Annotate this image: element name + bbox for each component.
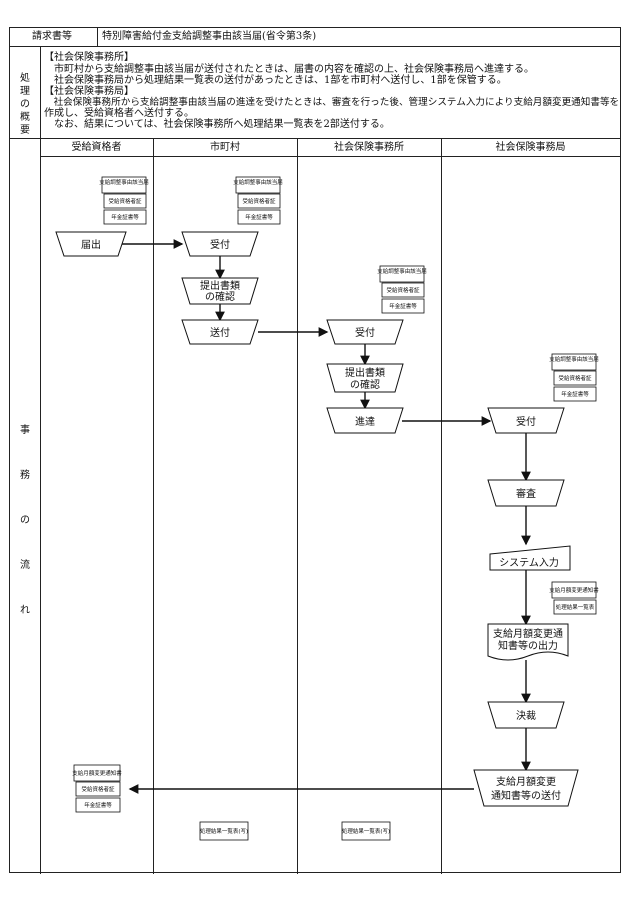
step-soufu-shape (181, 319, 259, 345)
overview-divider (10, 138, 620, 139)
step-kessai-shape (487, 701, 565, 729)
doc-label: 受給資格者証 (108, 197, 142, 205)
step-confirm-office-label-2: の確認 (350, 378, 380, 391)
doc-label: 受給資格者証 (558, 374, 592, 382)
doc-label: 支給調整事由該当届 (99, 178, 149, 186)
step-uketsuke-municipality-shape (181, 231, 259, 257)
lane-divider (297, 138, 298, 874)
header-label: 請求書等 (32, 31, 72, 42)
step-output-document-shape (487, 623, 569, 661)
form-sheet: 請求書等 特別障害給付金支給調整事由該当届(省令第3条) 処理の概要 【社会保険… (9, 27, 621, 874)
step-soufu-label: 送付 (210, 326, 230, 339)
step-shintatsu-label: 進達 (355, 416, 375, 428)
doc-stack-municipality (235, 176, 281, 225)
header-col-divider (97, 28, 98, 46)
doc-label: 支給調整事由該当届 (377, 267, 427, 275)
overview-line: 【社会保険事務所】 (44, 52, 134, 63)
doc-stack-recipient-received (73, 764, 121, 813)
overview-line: 市町村から支給調整事由該当届が送付されたときは、届書の内容を確認の上、社会保険事… (44, 64, 534, 75)
overview-line: 【社会保険事務局】 (44, 86, 134, 97)
step-uketsuke-bureau-label: 受付 (516, 415, 536, 428)
doc-label: 年金証書等 (111, 213, 139, 221)
doc-label: 年金証書等 (389, 302, 417, 310)
lane-header-municipality: 市町村 (210, 142, 240, 153)
doc-stack-office (379, 265, 425, 314)
overview-line: 社会保険事務所から支給調整事由該当届の進達を受けたときは、審査を行った後、管理シ… (44, 97, 620, 108)
flow-side-label: 事務の流れ (20, 425, 30, 616)
doc-label: 支給調整事由該当届 (549, 355, 599, 363)
step-kessai-label: 決裁 (516, 709, 536, 722)
doc-label: 支給月額変更通知書 (72, 769, 122, 777)
step-uketsuke-bureau-shape (487, 407, 565, 434)
step-confirm-municipality-label-2: の確認 (205, 290, 235, 303)
doc-label: 年金証書等 (561, 390, 589, 398)
doc-label: 処理結果一覧表 (556, 603, 595, 611)
step-send-notice-label-2: 通知書等の送付 (491, 789, 561, 802)
doc-result-municipality (199, 821, 249, 841)
lane-divider (441, 138, 442, 874)
header-divider (10, 46, 620, 47)
doc-label: 受給資格者証 (81, 785, 115, 793)
overview-side-label: 処理の概要 (20, 73, 30, 136)
doc-stack-applicant (101, 176, 147, 225)
doc-stack-notice-output (551, 581, 597, 615)
doc-label: 受給資格者証 (386, 286, 420, 294)
step-confirm-office-shape (326, 363, 404, 393)
doc-stack-bureau (551, 353, 597, 402)
doc-label: 処理結果一覧表(写) (200, 827, 248, 835)
doc-label: 年金証書等 (245, 213, 273, 221)
step-confirm-municipality-label-1: 提出書類 (200, 279, 240, 292)
step-todokede-label: 届出 (81, 238, 101, 251)
step-uketsuke-municipality-label: 受付 (210, 238, 230, 251)
step-uketsuke-office-shape (326, 319, 404, 345)
overview-line: 社会保険事務局から処理結果一覧表の送付があったときは、1部を市町村へ送付し、1部… (44, 75, 507, 86)
lane-header-social-insurance-office: 社会保険事務所 (334, 142, 404, 153)
step-confirm-office-label-1: 提出書類 (345, 366, 385, 379)
step-shinsa-shape (487, 479, 565, 507)
step-system-input-label: システム入力 (499, 556, 559, 569)
step-send-notice-label-1: 支給月額変更 (496, 775, 556, 788)
doc-label: 処理結果一覧表(写) (342, 827, 390, 835)
header-title: 特別障害給付金支給調整事由該当届(省令第3条) (102, 31, 317, 42)
step-shintatsu-shape (326, 407, 404, 434)
lane-header-social-insurance-bureau: 社会保険事務局 (495, 142, 566, 153)
step-system-input-shape (489, 545, 571, 571)
lane-header-divider (40, 156, 620, 157)
side-label-col-divider (40, 46, 41, 874)
doc-label: 受給資格者証 (242, 197, 276, 205)
overview-line: なお、結果については、社会保険事務所へ処理結果一覧表を2部送付する。 (44, 119, 390, 130)
lane-header-recipient: 受給資格者 (71, 142, 122, 153)
doc-label: 支給月額変更通知書 (549, 586, 599, 594)
step-output-label-1: 支給月額変更通 (493, 627, 563, 640)
lane-divider (153, 138, 154, 874)
step-todokede-shape (55, 231, 127, 257)
doc-result-office (341, 821, 391, 841)
doc-label: 年金証書等 (84, 801, 112, 809)
step-confirm-municipality-shape (181, 277, 259, 305)
overview-line: 作成し、受給資格者へ送付する。 (44, 108, 194, 119)
step-send-notice-shape (473, 769, 579, 807)
step-output-label-2: 知書等の出力 (498, 639, 558, 652)
step-shinsa-label: 審査 (516, 487, 536, 500)
doc-label: 支給調整事由該当届 (233, 178, 283, 186)
step-uketsuke-office-label: 受付 (355, 326, 375, 339)
